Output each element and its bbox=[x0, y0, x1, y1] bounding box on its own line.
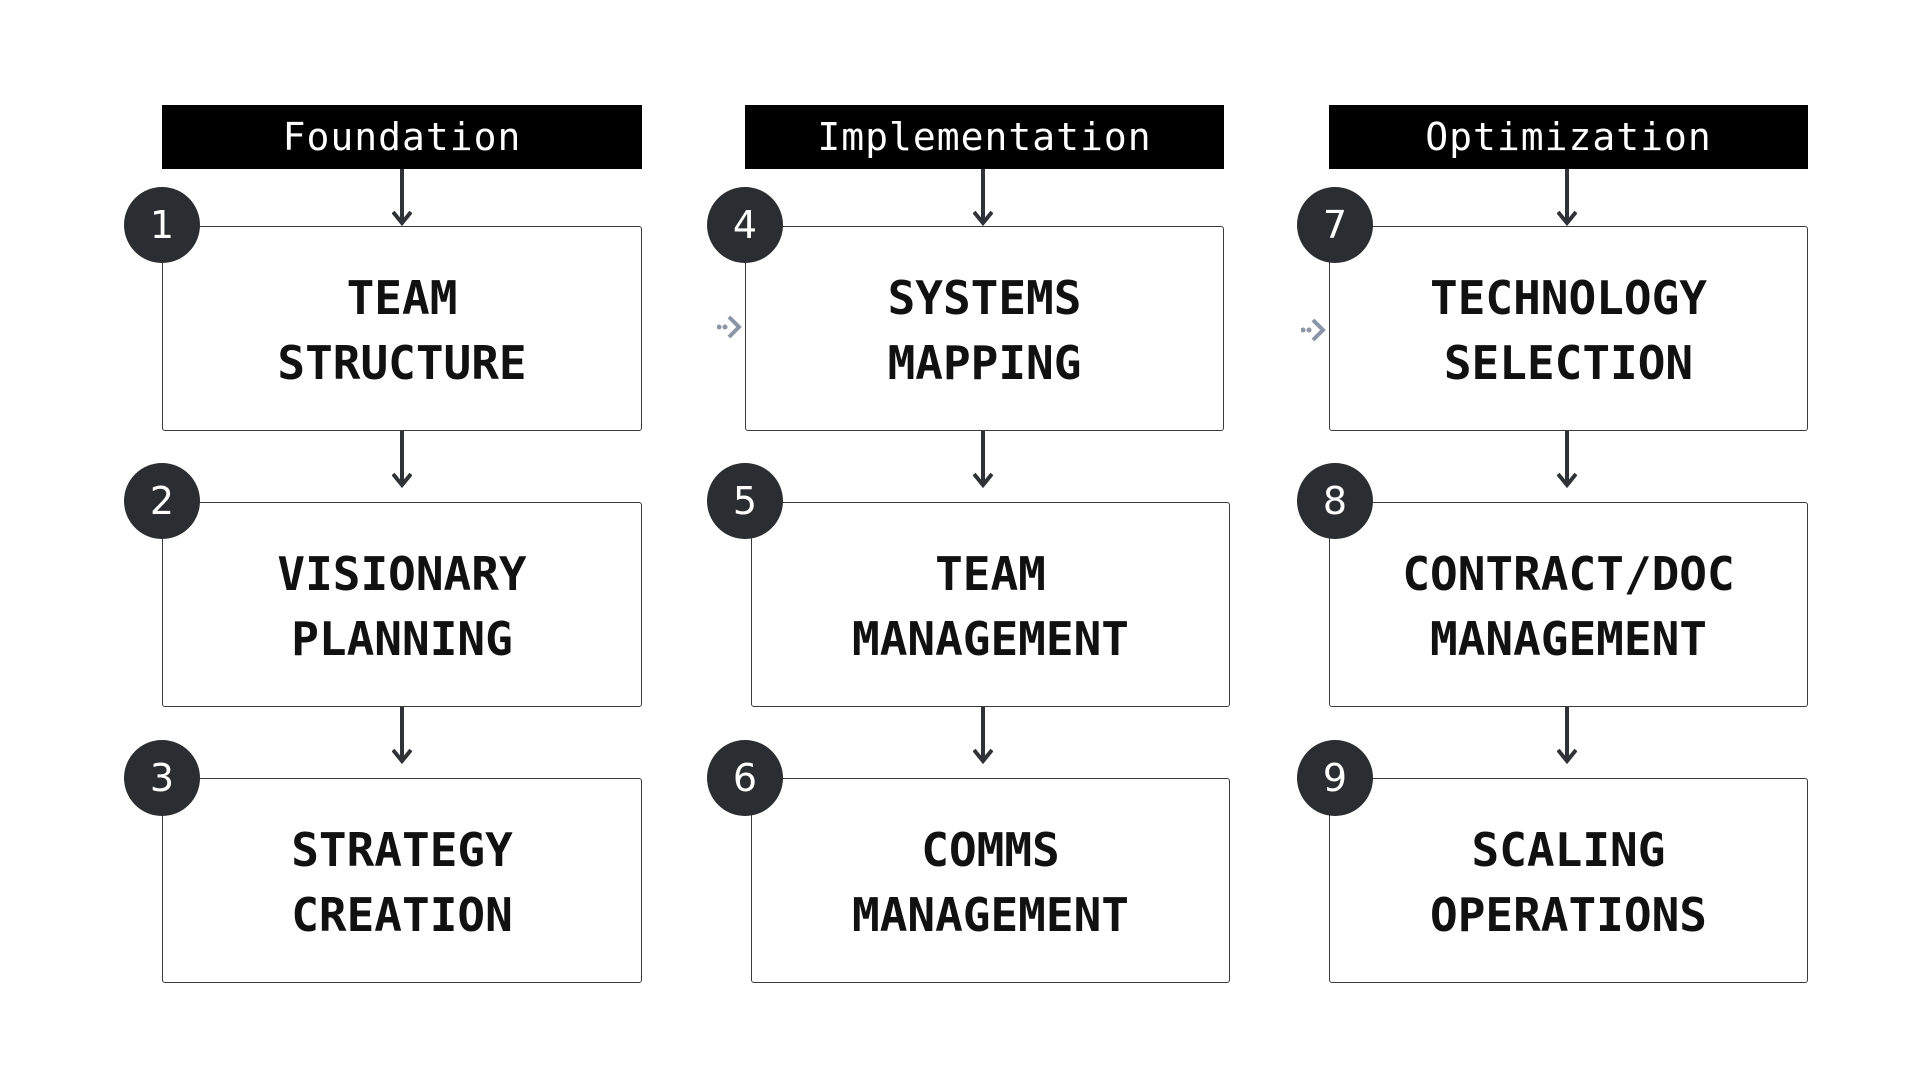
step-box-7: TECHNOLOGY SELECTION bbox=[1329, 226, 1808, 431]
step-number-badge: 5 bbox=[707, 463, 783, 539]
step-label: SYSTEMS MAPPING bbox=[887, 270, 1082, 390]
step-box-5: TEAM MANAGEMENT bbox=[751, 502, 1230, 707]
column-header-implementation: Implementation bbox=[745, 105, 1224, 169]
step-number-badge: 2 bbox=[124, 463, 200, 539]
step-label: CONTRACT/DOC MANAGEMENT bbox=[1402, 546, 1735, 666]
arrow-down-icon bbox=[973, 169, 993, 227]
step-number-badge: 8 bbox=[1297, 463, 1373, 539]
step-box-3: STRATEGY CREATION bbox=[162, 778, 642, 983]
column-header-optimization: Optimization bbox=[1329, 105, 1808, 169]
step-box-8: CONTRACT/DOC MANAGEMENT bbox=[1329, 502, 1808, 707]
connector-arrow-icon bbox=[717, 315, 742, 339]
step-label: COMMS MANAGEMENT bbox=[852, 822, 1129, 942]
arrow-down-icon bbox=[1557, 707, 1577, 765]
arrow-down-icon bbox=[392, 431, 412, 489]
step-label: SCALING OPERATIONS bbox=[1430, 822, 1707, 942]
arrow-down-icon bbox=[1557, 431, 1577, 489]
connector-arrow-icon bbox=[1301, 318, 1326, 342]
step-box-6: COMMS MANAGEMENT bbox=[751, 778, 1230, 983]
step-number-badge: 6 bbox=[707, 740, 783, 816]
arrow-down-icon bbox=[1557, 169, 1577, 227]
step-label: TECHNOLOGY SELECTION bbox=[1430, 270, 1707, 390]
step-number-badge: 4 bbox=[707, 187, 783, 263]
column-header-foundation: Foundation bbox=[162, 105, 642, 169]
arrow-down-icon bbox=[392, 169, 412, 227]
step-number-badge: 3 bbox=[124, 740, 200, 816]
step-number-badge: 1 bbox=[124, 187, 200, 263]
step-box-4: SYSTEMS MAPPING bbox=[745, 226, 1224, 431]
step-label: TEAM STRUCTURE bbox=[277, 270, 527, 390]
step-label: TEAM MANAGEMENT bbox=[852, 546, 1129, 666]
step-number-badge: 9 bbox=[1297, 740, 1373, 816]
arrow-down-icon bbox=[392, 707, 412, 765]
arrow-down-icon bbox=[973, 431, 993, 489]
step-box-9: SCALING OPERATIONS bbox=[1329, 778, 1808, 983]
step-number-badge: 7 bbox=[1297, 187, 1373, 263]
step-box-2: VISIONARY PLANNING bbox=[162, 502, 642, 707]
step-box-1: TEAM STRUCTURE bbox=[162, 226, 642, 431]
arrow-down-icon bbox=[973, 707, 993, 765]
step-label: VISIONARY PLANNING bbox=[277, 546, 527, 666]
step-label: STRATEGY CREATION bbox=[291, 822, 513, 942]
